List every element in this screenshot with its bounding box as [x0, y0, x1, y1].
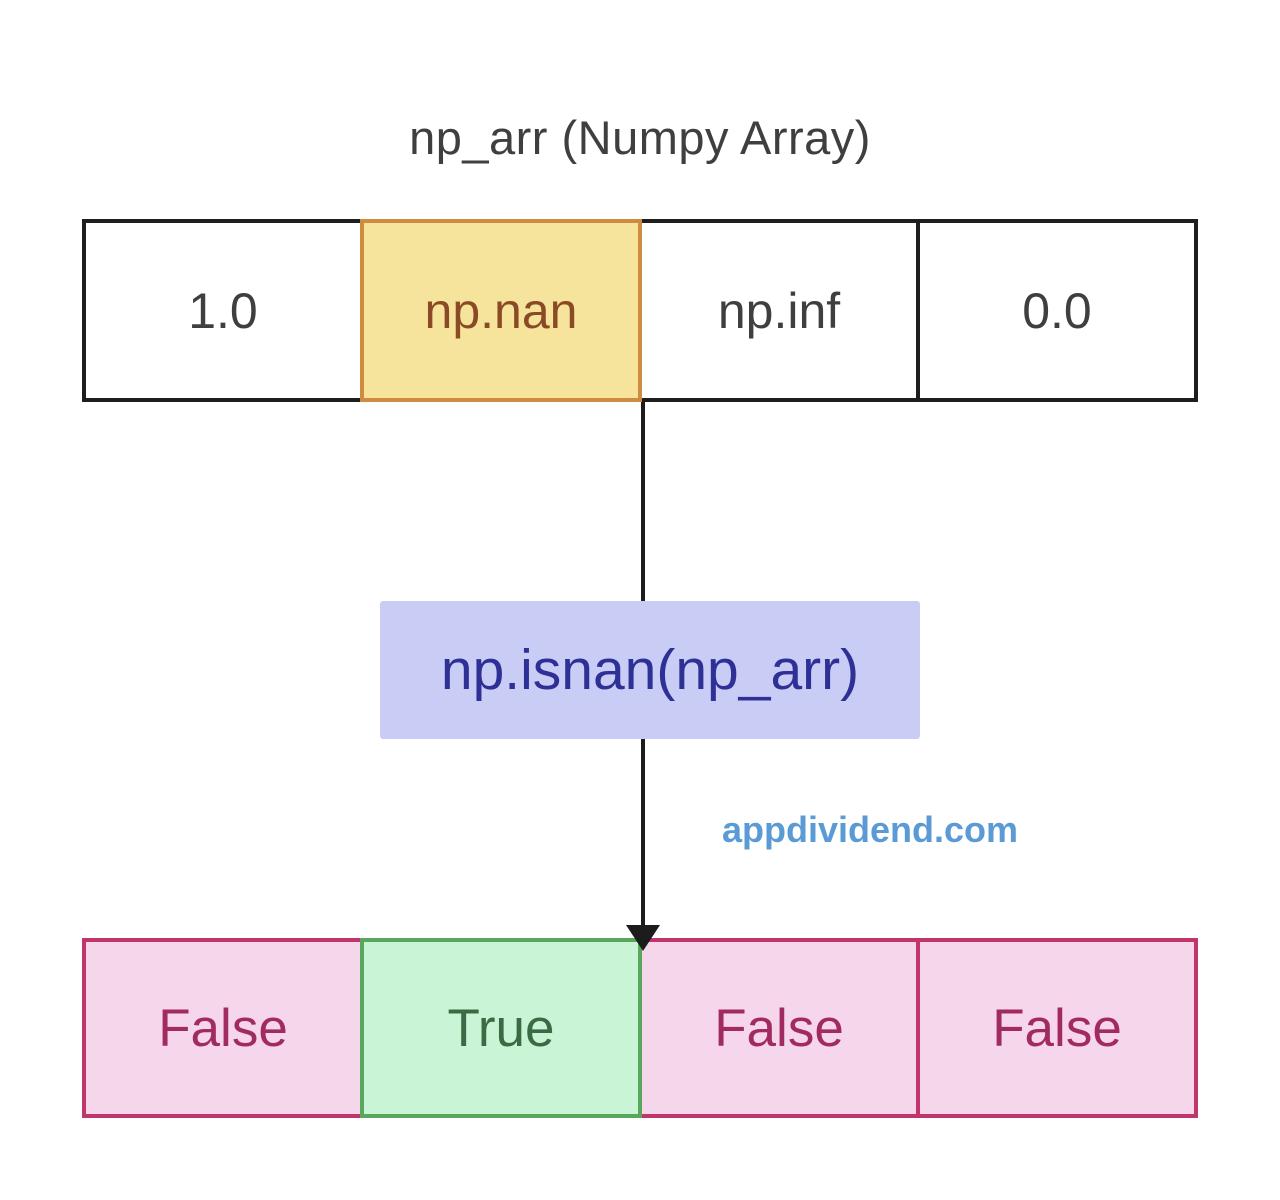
array-cell-3-value: np.inf [717, 282, 841, 339]
flow-arrow-upper-line [641, 400, 645, 603]
array-cell-1-value: 1.0 [188, 282, 258, 339]
watermark-text: appdividend.com [721, 809, 1019, 850]
result-cell-1-value: False [158, 998, 288, 1058]
result-cell-1: False [82, 938, 364, 1118]
result-cell-4: False [916, 938, 1198, 1118]
operation-label-box: np.isnan(np_arr) [380, 601, 920, 739]
array-cell-1: 1.0 [82, 219, 364, 402]
operation-label: np.isnan(np_arr) [440, 638, 860, 702]
array-cell-nan-highlighted: np.nan [360, 219, 642, 402]
array-cell-nan-value: np.nan [424, 282, 578, 339]
result-cell-4-value: False [992, 998, 1122, 1058]
result-cell-3-value: False [714, 998, 844, 1058]
result-cell-3: False [638, 938, 920, 1118]
result-cell-true-value: True [447, 998, 555, 1058]
flow-arrow-lower-line [641, 739, 645, 929]
result-array-row: False True False False [82, 938, 1198, 1118]
result-cell-true: True [360, 938, 642, 1118]
diagram-title: np_arr (Numpy Array) [409, 111, 871, 164]
array-cell-3: np.inf [638, 219, 920, 402]
array-cell-4-value: 0.0 [1022, 282, 1092, 339]
numpy-array-row: 1.0 np.nan np.inf 0.0 [82, 219, 1198, 402]
array-cell-4: 0.0 [916, 219, 1198, 402]
arrow-down-icon [626, 925, 660, 951]
